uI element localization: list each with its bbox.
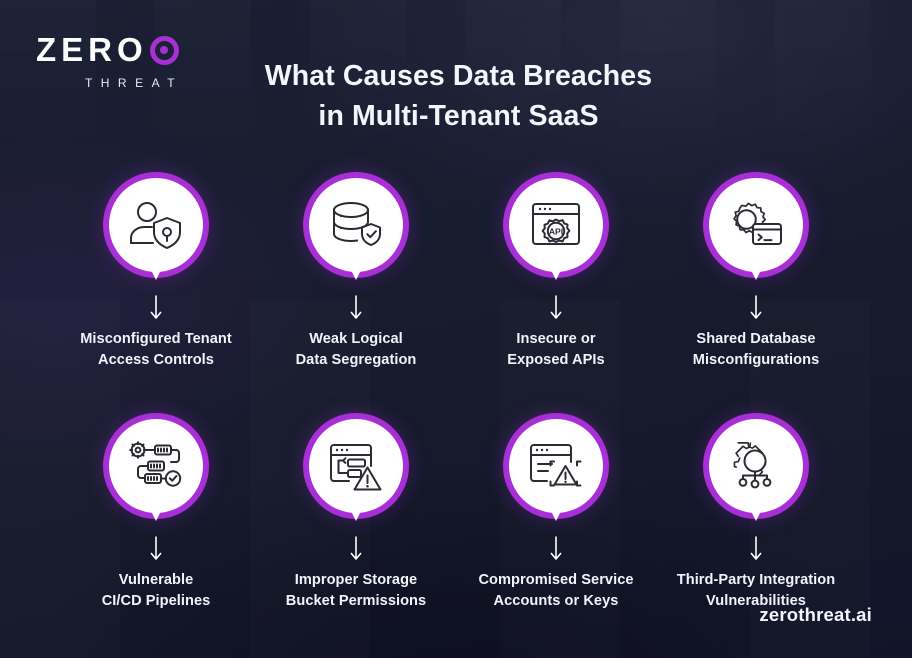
cause-label: Improper Storage Bucket Permissions <box>256 570 456 612</box>
page-title: What Causes Data Breaches in Multi-Tenan… <box>246 56 671 136</box>
down-arrow-icon <box>149 295 163 321</box>
cause-row-2: Vulnerable CI/CD Pipelines <box>56 413 856 612</box>
logo-target-icon <box>149 35 179 65</box>
down-arrow-icon <box>349 295 363 321</box>
cause-label-line2: Data Segregation <box>295 352 417 368</box>
cause-label-line1: Insecure or <box>516 331 596 347</box>
cause-label-line1: Weak Logical <box>309 331 403 347</box>
pipeline-gear-check-icon <box>109 419 203 513</box>
cause-label-line2: Vulnerabilities <box>706 593 806 609</box>
icon-pin <box>103 413 209 531</box>
cause-item-third-party-integration-vulnerabilities: Third-Party Integration Vulnerabilities <box>656 413 856 612</box>
cause-label-line1: Improper Storage <box>294 572 418 588</box>
down-arrow-icon <box>749 536 763 562</box>
cause-label-line2: Accounts or Keys <box>493 593 619 609</box>
down-arrow-icon <box>749 295 763 321</box>
cause-label-line2: Bucket Permissions <box>285 593 427 609</box>
cause-label-line2: Exposed APIs <box>507 352 605 368</box>
down-arrow-icon <box>149 536 163 562</box>
footer-website-url[interactable]: zerothreat.ai <box>759 604 872 625</box>
cause-label-line1: Shared Database <box>696 331 816 347</box>
cause-label-line2: CI/CD Pipelines <box>101 593 211 609</box>
browser-api-gear-icon: API <box>509 178 603 272</box>
database-shield-check-icon <box>309 178 403 272</box>
cause-label-line2: Access Controls <box>98 352 214 368</box>
page-title-line2: in Multi-Tenant SaaS <box>318 100 599 132</box>
cause-label: Misconfigured Tenant Access Controls <box>56 329 256 371</box>
brand-logo: ZERO THREAT <box>36 33 226 95</box>
icon-pin <box>303 172 409 290</box>
logo-zero-text: ZERO <box>36 31 148 68</box>
icon-pin <box>703 172 809 290</box>
cause-label-line1: Misconfigured Tenant <box>80 331 232 347</box>
icon-ring <box>503 413 609 519</box>
logo-zero-row: ZERO <box>36 33 226 67</box>
cause-item-compromised-service-accounts-or-keys: Compromised Service Accounts or Keys <box>456 413 656 612</box>
cause-label: Compromised Service Accounts or Keys <box>456 570 656 612</box>
cause-label-line1: Third-Party Integration <box>676 572 836 588</box>
cause-label-line2: Misconfigurations <box>692 352 820 368</box>
cause-label: Third-Party Integration Vulnerabilities <box>656 570 856 612</box>
icon-pin: API <box>503 172 609 290</box>
user-shield-lock-icon <box>109 178 203 272</box>
down-arrow-icon <box>549 536 563 562</box>
cause-item-improper-storage-bucket-permissions: Improper Storage Bucket Permissions <box>256 413 456 612</box>
gear-network-nodes-icon <box>709 419 803 513</box>
page-title-line1: What Causes Data Breaches <box>264 60 653 92</box>
cause-label: Weak Logical Data Segregation <box>256 329 456 371</box>
cause-item-misconfigured-tenant-access-controls: Misconfigured Tenant Access Controls <box>56 172 256 371</box>
browser-warning-scan-icon <box>509 419 603 513</box>
cause-item-insecure-or-exposed-apis: API Insecure or Exposed APIs <box>456 172 656 371</box>
icon-pin <box>503 413 609 531</box>
cause-label: Insecure or Exposed APIs <box>456 329 656 371</box>
icon-ring <box>103 413 209 519</box>
cause-label-line1: Vulnerable <box>118 572 194 588</box>
icon-pin <box>103 172 209 290</box>
cause-item-weak-logical-data-segregation: Weak Logical Data Segregation <box>256 172 456 371</box>
cause-label: Vulnerable CI/CD Pipelines <box>56 570 256 612</box>
svg-text:API: API <box>549 227 563 237</box>
down-arrow-icon <box>549 295 563 321</box>
cause-item-shared-database-misconfigurations: Shared Database Misconfigurations <box>656 172 856 371</box>
icon-pin <box>703 413 809 531</box>
logo-threat-text: THREAT <box>84 76 184 90</box>
cause-grid: Misconfigured Tenant Access Controls <box>56 172 856 612</box>
cause-row-1: Misconfigured Tenant Access Controls <box>56 172 856 371</box>
cause-label-line1: Compromised Service <box>478 572 634 588</box>
cause-item-vulnerable-cicd-pipelines: Vulnerable CI/CD Pipelines <box>56 413 256 612</box>
gear-terminal-icon <box>709 178 803 272</box>
icon-pin <box>303 413 409 531</box>
down-arrow-icon <box>349 536 363 562</box>
cause-label: Shared Database Misconfigurations <box>656 329 856 371</box>
browser-files-warning-icon <box>309 419 403 513</box>
